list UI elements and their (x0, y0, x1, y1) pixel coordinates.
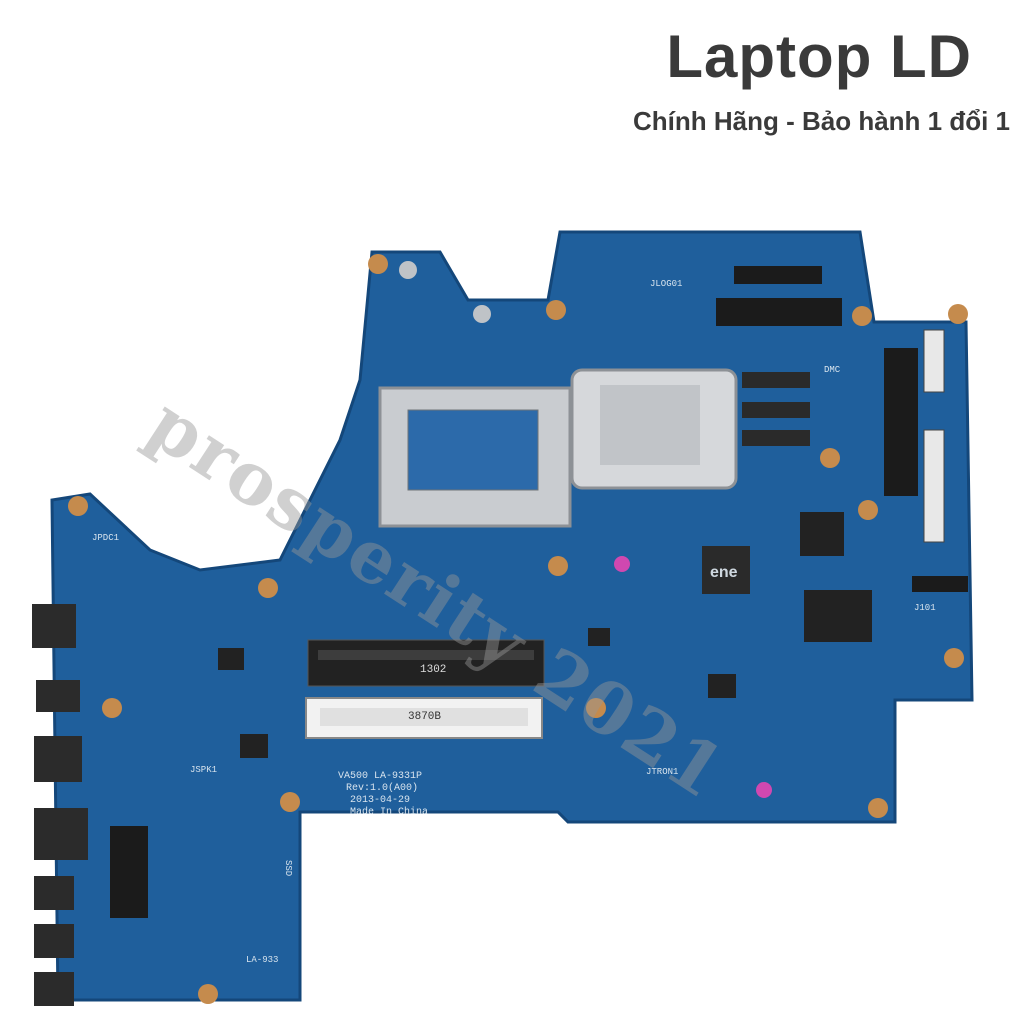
chip-ene-label: ene (710, 564, 738, 581)
sodimm-top-label: 1302 (420, 664, 446, 676)
port-audio-3 (34, 972, 74, 1006)
connector-top-1 (734, 266, 822, 284)
mount-hole-11 (820, 448, 840, 468)
capacitor-1 (614, 556, 630, 572)
chip-misc-4 (240, 734, 268, 758)
label-jpdc1: JPDC1 (92, 533, 119, 543)
port-audio-2 (34, 924, 74, 958)
mount-hole-3 (258, 578, 278, 598)
chip-misc-2 (588, 628, 610, 646)
silkscreen-origin: Made In China (350, 806, 428, 818)
chip-large (804, 590, 872, 642)
mount-hole-4 (102, 698, 122, 718)
capacitor-3 (399, 261, 417, 279)
silkscreen-main: VA500 LA-9331P (338, 771, 422, 782)
port-hdmi (32, 604, 76, 648)
mount-hole-5 (280, 792, 300, 812)
capacitor-2 (756, 782, 772, 798)
connector-right-1 (884, 348, 918, 496)
chip-vram-1 (742, 372, 810, 388)
port-ethernet (34, 808, 88, 860)
mount-hole-1 (368, 254, 388, 274)
connector-top-2 (716, 298, 842, 326)
connector-right-3 (923, 429, 945, 543)
mount-hole-12 (858, 500, 878, 520)
mount-hole-6 (546, 300, 566, 320)
chip-misc-1 (708, 674, 736, 698)
label-j101: J101 (914, 603, 936, 613)
port-usb-1 (36, 680, 80, 712)
sodimm-bottom-label: 3870B (408, 711, 441, 723)
label-dmc: DMC (824, 365, 841, 375)
silkscreen-date: 2013-04-29 (350, 795, 410, 806)
label-la933: LA-933 (246, 955, 278, 965)
label-jspk1: JSPK1 (190, 765, 217, 775)
mount-hole-10 (586, 698, 606, 718)
mount-hole-13 (944, 648, 964, 668)
mount-hole-7 (852, 306, 872, 326)
chip-right-upper (800, 512, 844, 556)
chip-vram-2 (742, 402, 810, 418)
capacitor-4 (473, 305, 491, 323)
chip-ene (702, 546, 750, 594)
brand-subtitle: Chính Hãng - Bảo hành 1 đổi 1 (633, 106, 1010, 136)
label-ssd: SSD (283, 860, 293, 876)
mount-hole-2 (68, 496, 88, 516)
mount-hole-14 (868, 798, 888, 818)
port-audio-1 (34, 876, 74, 910)
m2-slot (110, 826, 148, 918)
mount-hole-9 (548, 556, 568, 576)
label-jtron1: JTRON1 (646, 767, 678, 777)
port-usb-2 (34, 736, 82, 782)
chip-vram-3 (742, 430, 810, 446)
mount-hole-8 (948, 304, 968, 324)
connector-right-2 (923, 329, 945, 393)
chip-misc-3 (218, 648, 244, 670)
brand-title: Laptop LD (666, 23, 972, 90)
silkscreen-rev: Rev:1.0(A00) (346, 782, 418, 794)
mount-hole-15 (198, 984, 218, 1004)
connector-right-4 (912, 576, 968, 592)
label-jlog01: JLOG01 (650, 279, 682, 289)
sodimm-slot-top (307, 639, 545, 687)
